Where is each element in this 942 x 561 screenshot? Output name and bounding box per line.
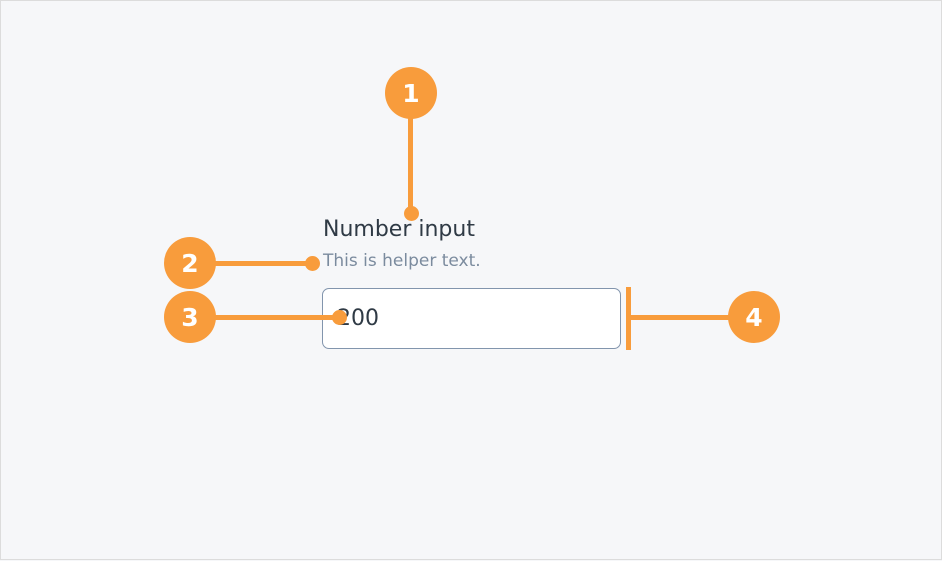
callout-4-target-bar <box>626 287 631 350</box>
callout-badge-1[interactable]: 1 <box>385 67 437 119</box>
callout-2-target-dot <box>305 256 320 271</box>
number-input-helper-text: This is helper text. <box>323 251 481 271</box>
callout-badge-4[interactable]: 4 <box>728 291 780 343</box>
callout-badge-2[interactable]: 2 <box>164 237 216 289</box>
number-input-label: Number input <box>323 217 475 242</box>
callout-badge-3[interactable]: 3 <box>164 291 216 343</box>
number-input[interactable] <box>322 288 621 349</box>
